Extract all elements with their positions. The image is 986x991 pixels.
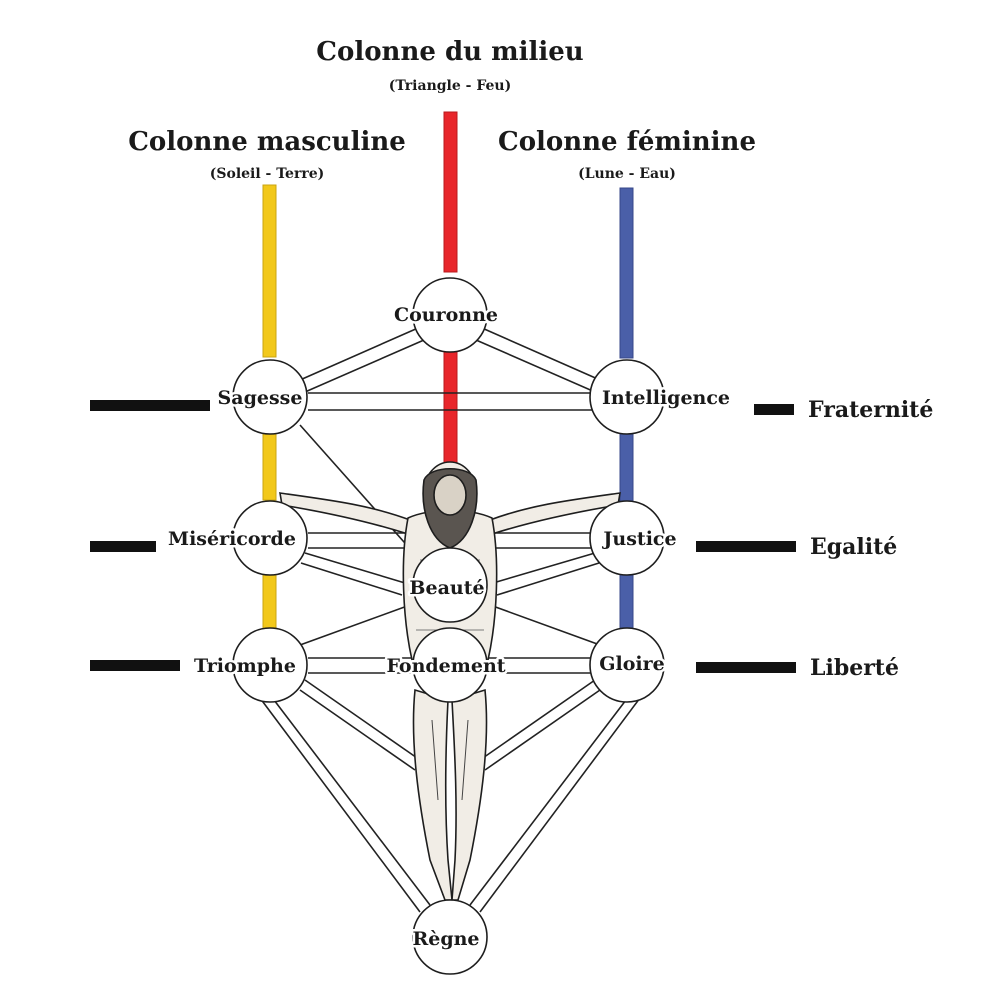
- regne-label: Règne: [412, 928, 479, 950]
- beaute-label: Beauté: [409, 577, 484, 599]
- feminine-column-bar: [620, 188, 633, 358]
- couronne-label: Couronne: [394, 304, 498, 326]
- feminine-column-bar-mid: [620, 432, 633, 502]
- feminine-column-title: Colonne féminine: [498, 127, 756, 157]
- middle-column-bar: [444, 112, 457, 272]
- justice-label: Justice: [601, 528, 676, 550]
- bar-right-egalite: [696, 541, 796, 552]
- masculine-column-title: Colonne masculine: [128, 127, 406, 157]
- egalite-label: Egalité: [810, 534, 897, 560]
- gloire-label: Gloire: [599, 653, 664, 675]
- feminine-column-bar-low: [620, 572, 633, 636]
- fraternite-label: Fraternité: [808, 397, 933, 423]
- liberte-label: Liberté: [810, 655, 899, 681]
- fondement-label: Fondement: [386, 655, 505, 677]
- bar-left-triomphe: [90, 660, 180, 671]
- triomphe-label: Triomphe: [194, 655, 296, 677]
- middle-column-title: Colonne du milieu: [316, 37, 583, 67]
- feminine-column-subtitle: (Lune - Eau): [578, 166, 676, 182]
- masculine-column-subtitle: (Soleil - Terre): [210, 166, 325, 182]
- masculine-column-bar: [263, 185, 276, 357]
- sagesse-label: Sagesse: [218, 387, 303, 409]
- bar-right-liberte: [696, 662, 796, 673]
- bar-right-fraternite: [754, 404, 794, 415]
- middle-column-subtitle: (Triangle - Feu): [389, 78, 511, 94]
- bar-left-misericorde: [90, 541, 156, 552]
- misericorde-label: Miséricorde: [168, 528, 296, 550]
- bar-left-sagesse: [90, 400, 210, 411]
- masculine-column-bar-low: [263, 570, 276, 635]
- intelligence-label: Intelligence: [602, 387, 730, 409]
- masculine-column-bar-mid: [263, 430, 276, 500]
